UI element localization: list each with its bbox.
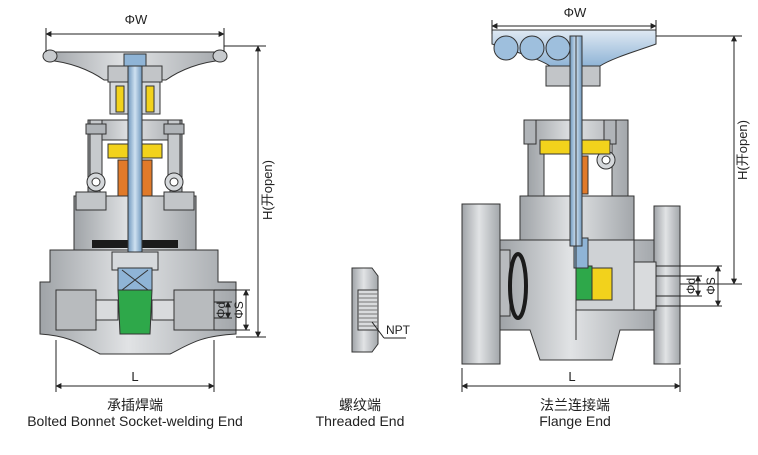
middle-caption-cn: 螺纹端 <box>339 397 381 413</box>
right-dim-length: L <box>568 369 575 384</box>
right-dim-socket: ΦS <box>704 277 718 295</box>
left-eyebolts <box>85 119 185 192</box>
left-dim-width: ΦW <box>125 12 148 27</box>
left-valve <box>39 49 237 355</box>
right-valve <box>461 29 681 365</box>
left-dim-height: H(开open) <box>260 160 275 220</box>
left-dim-bore: Φd <box>214 302 228 318</box>
right-caption-en: Flange End <box>539 413 611 429</box>
middle-caption-en: Threaded End <box>315 413 405 429</box>
right-caption-cn: 法兰连接端 <box>540 397 610 413</box>
left-caption: 承插焊端 Bolted Bonnet Socket-welding End <box>0 397 270 429</box>
middle-caption: 螺纹端 Threaded End <box>300 397 420 429</box>
right-dim-height: H(开open) <box>735 120 750 180</box>
left-dim-socket: ΦS <box>232 301 246 319</box>
right-dim-bore: Φd <box>684 278 698 294</box>
right-dimensions <box>461 20 742 392</box>
left-caption-cn: 承插焊端 <box>107 397 163 413</box>
left-dimensions <box>45 28 266 392</box>
left-dim-length: L <box>131 369 138 384</box>
threaded-end-detail <box>351 267 406 353</box>
right-caption: 法兰连接端 Flange End <box>500 397 650 429</box>
left-caption-en: Bolted Bonnet Socket-welding End <box>27 413 243 429</box>
right-dim-width: ΦW <box>564 5 587 20</box>
middle-dim-thread: NPT <box>386 323 411 337</box>
